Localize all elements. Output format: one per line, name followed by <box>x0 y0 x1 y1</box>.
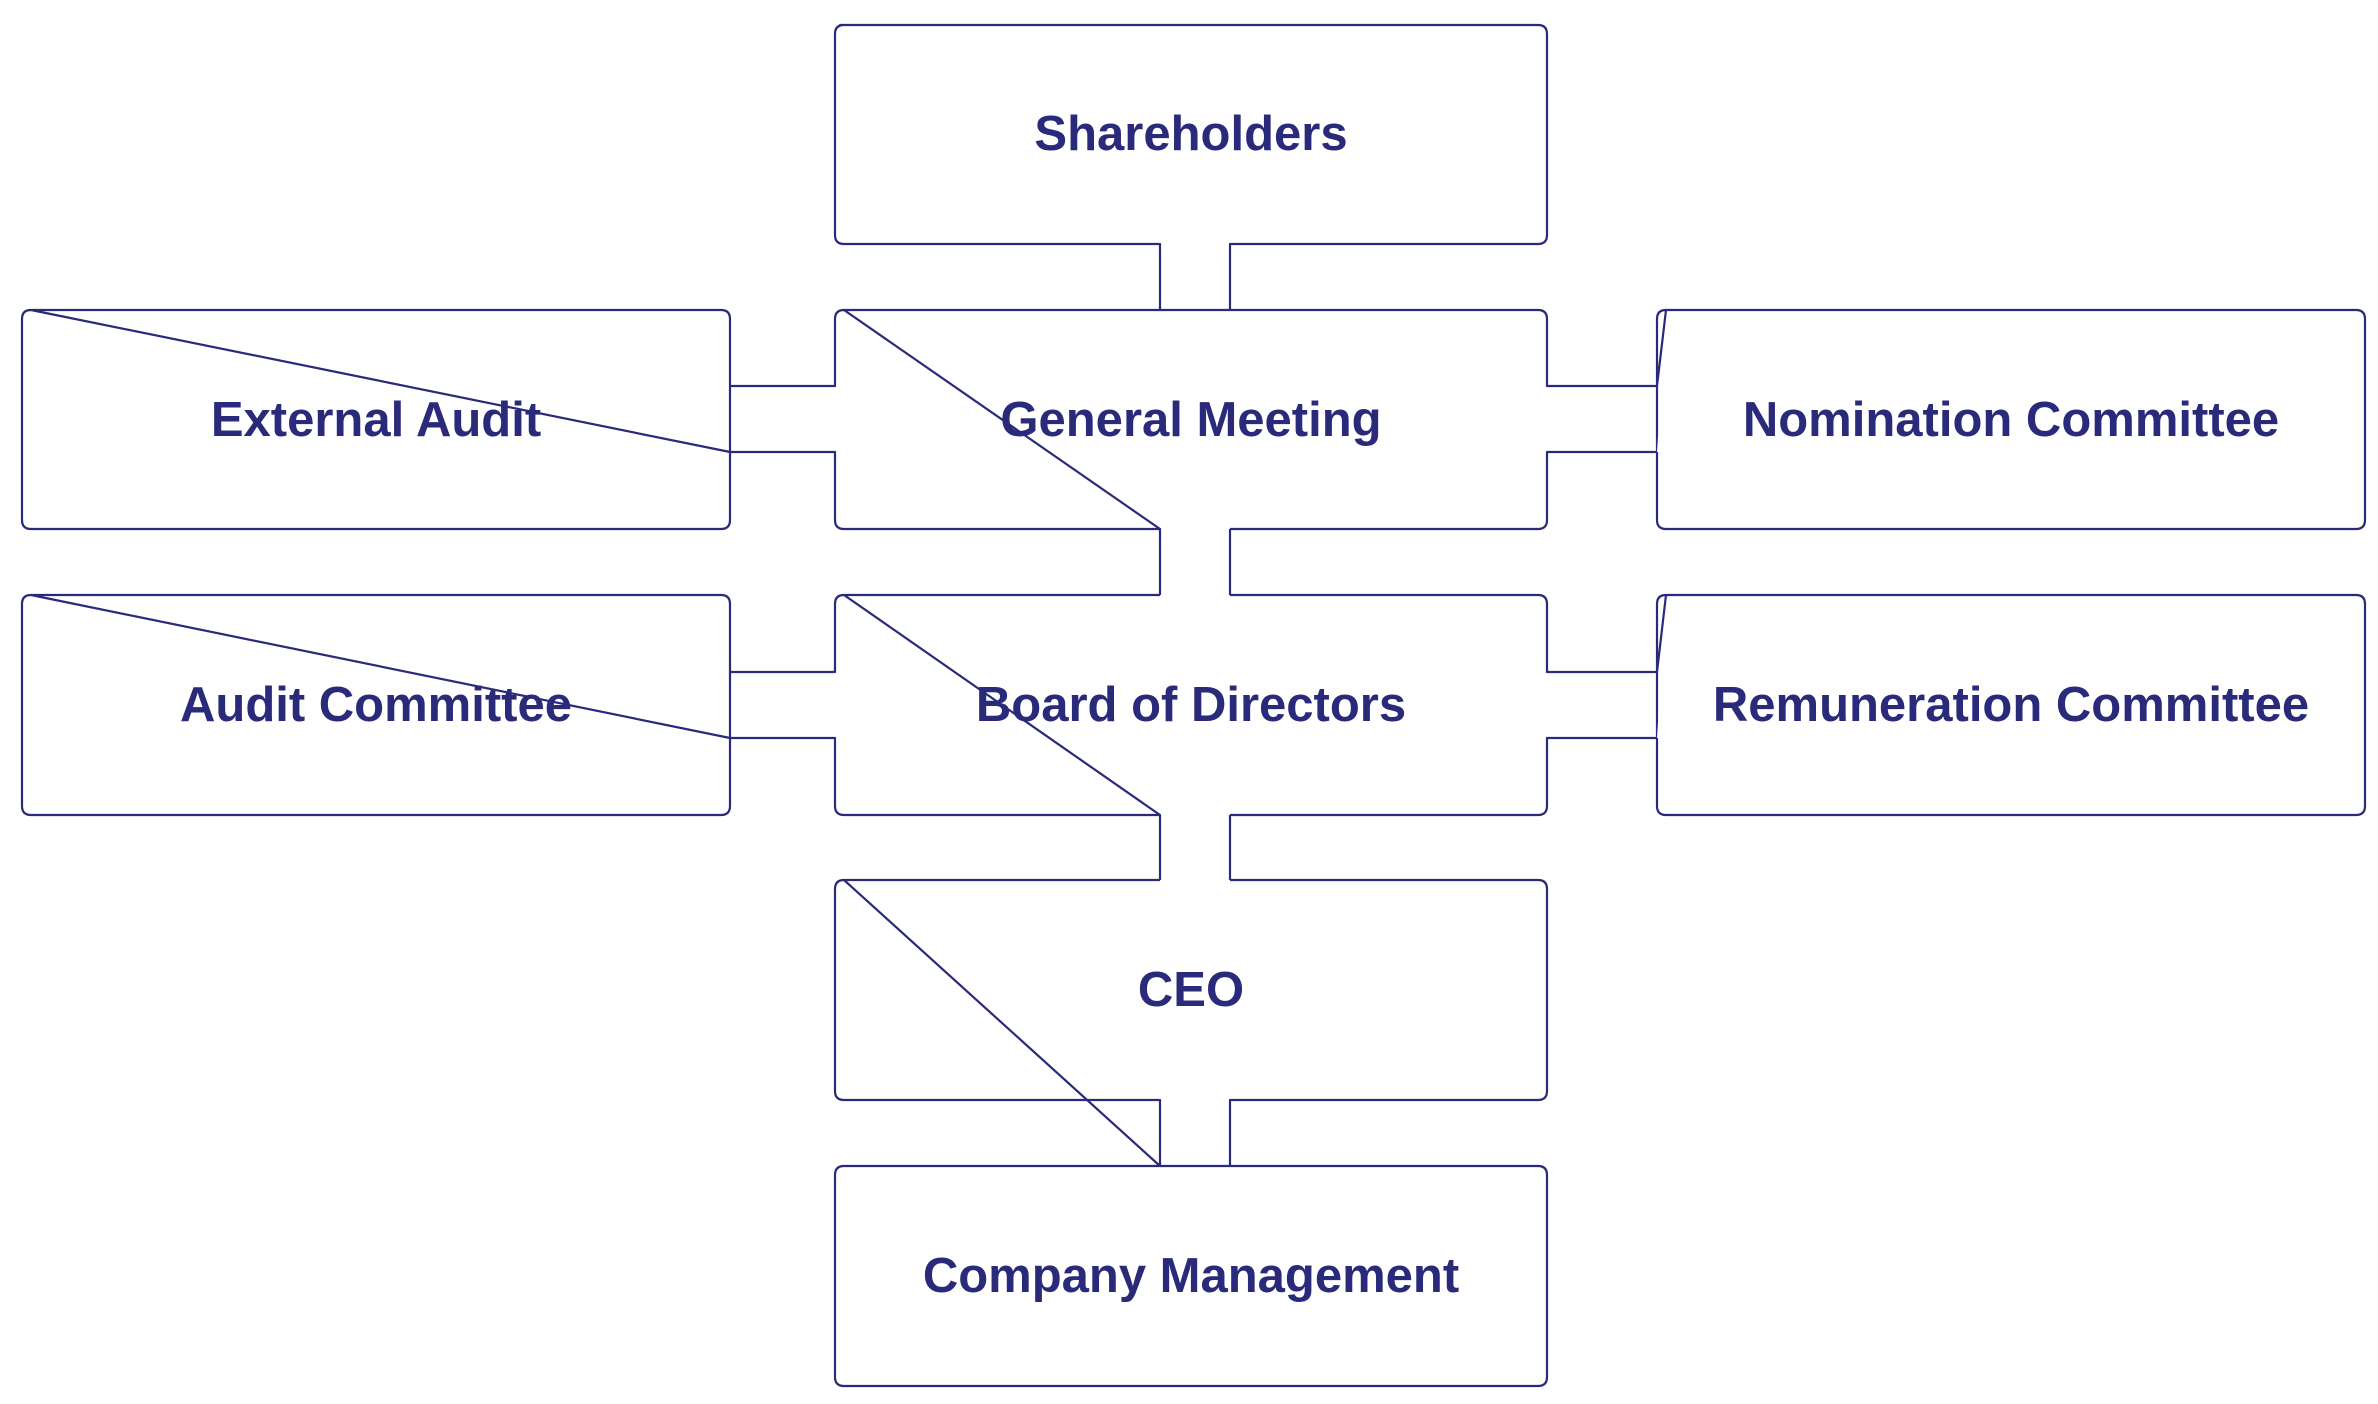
ceo-box <box>833 878 1549 1168</box>
company-management-box <box>833 1164 1549 1388</box>
company-management-label: Company Management <box>923 1249 1459 1303</box>
general-meeting-box <box>728 308 1659 531</box>
nomination-committee-label: Nomination Committee <box>1743 393 2279 447</box>
ceo-label: CEO <box>1138 963 1244 1017</box>
remuneration-committee-label: Remuneration Committee <box>1713 678 2309 732</box>
shareholders-box <box>833 23 1549 312</box>
shareholders-label: Shareholders <box>1034 107 1347 161</box>
board-of-directors-label: Board of Directors <box>976 678 1406 732</box>
board-of-directors-box <box>728 593 1659 817</box>
audit-committee-box <box>20 593 732 817</box>
external-audit-label: External Audit <box>211 393 541 447</box>
general-meeting-label: General Meeting <box>1000 393 1381 447</box>
connector-board-ceo <box>1158 815 1232 880</box>
remuneration-committee-box <box>1655 593 2367 817</box>
audit-committee-label: Audit Committee <box>180 678 572 732</box>
external-audit-box <box>20 308 732 531</box>
connector-gm-board <box>1158 529 1232 595</box>
nomination-committee-box <box>1655 308 2367 531</box>
